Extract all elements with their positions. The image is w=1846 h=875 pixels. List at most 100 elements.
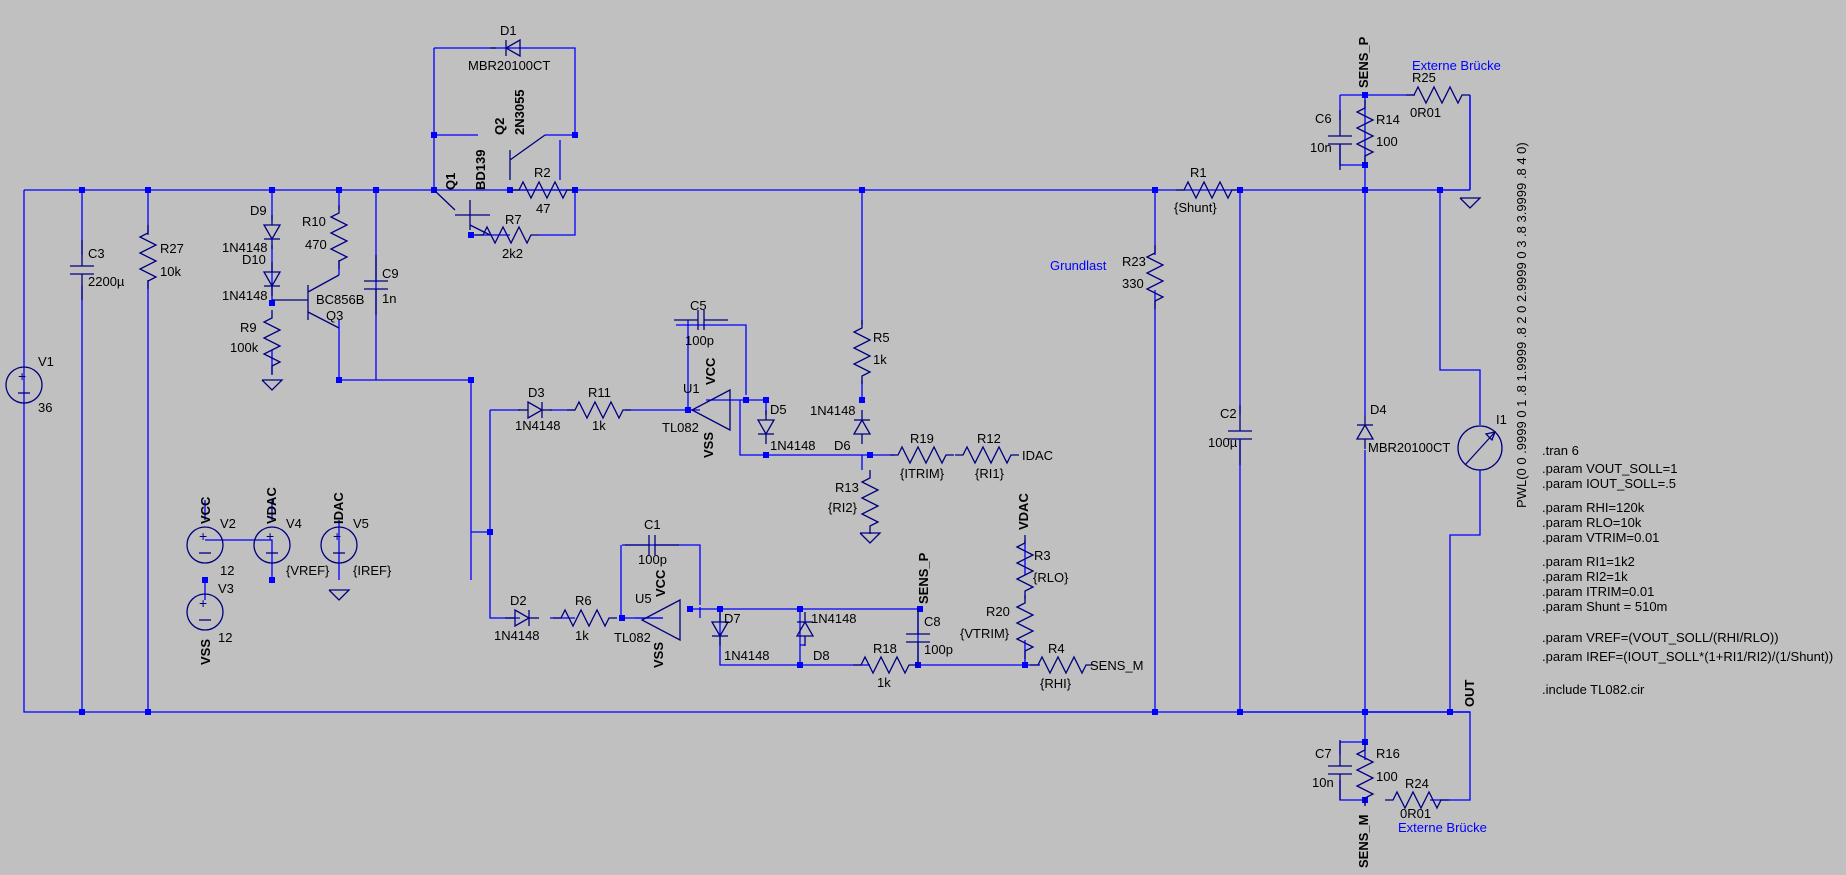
source-v5[interactable]: V5 {IREF} IDAC — [320, 492, 392, 578]
resistor-r4[interactable]: R4 {RHI} — [1029, 641, 1095, 691]
resistor-r18[interactable]: R18 1k — [852, 641, 918, 690]
transistor-q3[interactable]: BC856B Q3 — [272, 274, 364, 329]
capacitor-c7[interactable]: C7 10n — [1312, 739, 1353, 801]
spice-directives[interactable]: .tran 6 .param VOUT_SOLL=1 .param IOUT_S… — [1542, 443, 1833, 697]
v4-vdac-label: VDAC — [264, 487, 279, 524]
resistor-r23[interactable]: R23 330 — [1122, 244, 1164, 310]
c1-name: C1 — [644, 517, 661, 532]
v2-value: 12 — [220, 563, 234, 578]
r2-name: R2 — [534, 165, 551, 180]
r18-value: 1k — [877, 675, 891, 690]
transistor-q1[interactable]: Q1 BD139 — [433, 150, 491, 236]
r27-value: 10k — [160, 264, 181, 279]
r1-value: {Shunt} — [1174, 200, 1217, 215]
u5-vss-label: VSS — [651, 642, 666, 668]
resistor-r9[interactable]: R9 100k — [230, 309, 281, 375]
opamp-u1[interactable]: U1 TL082 VCC VSS — [662, 357, 731, 458]
d5-value: 1N4148 — [770, 438, 816, 453]
diode-d2[interactable]: D2 1N4148 — [494, 593, 540, 643]
diode-d10[interactable]: D10 1N4148 — [222, 252, 281, 303]
source-v3[interactable]: V3 12 VSS — [186, 581, 234, 665]
capacitor-c6[interactable]: C6 10n — [1310, 109, 1353, 171]
resistor-r27[interactable]: R27 10k — [139, 224, 184, 290]
source-v2[interactable]: V2 12 VCC — [186, 496, 236, 578]
resistor-r14[interactable]: R14 100 — [1356, 99, 1400, 165]
r16-value: 100 — [1376, 769, 1398, 784]
r3-name: R3 — [1034, 548, 1051, 563]
diode-d9[interactable]: D9 1N4148 — [222, 203, 281, 255]
diode-d5[interactable]: D5 1N4148 — [757, 402, 816, 453]
net-sens-m-r4: SENS_M — [1090, 658, 1143, 673]
r14-value: 100 — [1376, 134, 1398, 149]
capacitor-c1[interactable]: C1 100p — [624, 517, 680, 567]
r12-name: R12 — [977, 431, 1001, 446]
r19-name: R19 — [910, 431, 934, 446]
capacitor-c9[interactable]: C9 1n — [363, 254, 399, 316]
resistor-r13[interactable]: R13 {RI2} — [828, 469, 879, 535]
d9-name: D9 — [250, 203, 267, 218]
u5-value: TL082 — [614, 630, 651, 645]
directive-line: .include TL082.cir — [1542, 682, 1645, 697]
q2-value: 2N3055 — [512, 89, 527, 135]
resistor-r25[interactable]: R25 0R01 — [1405, 70, 1471, 120]
u5-name: U5 — [635, 591, 652, 606]
v5-name: V5 — [353, 516, 369, 531]
current-source-i1[interactable]: I1 PWL(0 0 .9999 0 1 .8 1.9999 .8 2 0 2.… — [1457, 142, 1529, 508]
capacitor-c8[interactable]: C8 100p — [905, 607, 953, 669]
d7-name: D7 — [724, 611, 741, 626]
diode-d6[interactable]: 1N4148 D6 — [810, 403, 871, 453]
q3-name: Q3 — [326, 308, 343, 323]
resistor-r3[interactable]: R3 {RLO} — [1016, 534, 1069, 600]
resistor-r5[interactable]: R5 1k — [853, 319, 890, 385]
r5-name: R5 — [873, 330, 890, 345]
capacitor-c2[interactable]: C2 100µ — [1208, 404, 1253, 466]
q3-value: BC856B — [316, 292, 364, 307]
resistor-r6[interactable]: R6 1k — [552, 593, 618, 643]
r4-value: {RHI} — [1040, 676, 1072, 691]
u1-vcc-label: VCC — [703, 357, 718, 385]
diode-d7[interactable]: D7 1N4148 — [711, 611, 770, 663]
resistor-r19[interactable]: R19 {ITRIM} — [889, 431, 955, 481]
resistor-r7[interactable]: R7 2k2 — [474, 212, 540, 261]
source-v4[interactable]: V4 {VREF} VDAC — [253, 487, 330, 578]
net-vdac: VDAC — [1016, 493, 1031, 530]
r3-value: {RLO} — [1033, 570, 1069, 585]
diode-d4[interactable]: D4 MBR20100CT — [1356, 402, 1450, 455]
resistor-r2[interactable]: R2 47 — [510, 165, 576, 216]
c5-value: 100p — [685, 333, 714, 348]
v4-name: V4 — [286, 516, 302, 531]
diode-d3[interactable]: D3 1N4148 — [515, 385, 561, 433]
diode-d8[interactable]: 1N4148 D8 — [796, 611, 857, 663]
directive-line: .tran 6 — [1542, 443, 1579, 458]
resistor-r24[interactable]: R24 0R01 — [1384, 776, 1450, 821]
r9-value: 100k — [230, 340, 259, 355]
r20-value: {VTRIM} — [960, 626, 1010, 641]
c5-name: C5 — [690, 298, 707, 313]
resistor-r16[interactable]: R16 100 — [1356, 741, 1400, 807]
d7-value: 1N4148 — [724, 648, 770, 663]
i1-name: I1 — [1496, 412, 1507, 427]
r4-name: R4 — [1048, 641, 1065, 656]
capacitor-c3[interactable]: C3 2200µ — [69, 239, 125, 301]
c3-name: C3 — [88, 246, 105, 261]
d3-name: D3 — [528, 385, 545, 400]
r11-name: R11 — [588, 385, 611, 400]
ground-symbol — [1459, 197, 1481, 209]
resistor-r1[interactable]: R1 {Shunt} — [1174, 165, 1241, 215]
transistor-q2[interactable]: Q2 2N3055 — [492, 89, 546, 180]
v3-name: V3 — [218, 581, 234, 596]
resistor-r20[interactable]: R20 {VTRIM} — [960, 594, 1034, 660]
directive-line: .param RI1=1k2 — [1542, 554, 1635, 569]
opamp-u5[interactable]: U5 TL082 VCC VSS — [614, 569, 681, 668]
resistor-r10[interactable]: R10 470 — [302, 204, 348, 270]
d3-value: 1N4148 — [515, 418, 561, 433]
capacitor-c5[interactable]: C5 100p — [673, 298, 729, 348]
source-v1[interactable]: V1 36 — [5, 354, 54, 415]
c7-value: 10n — [1312, 775, 1334, 790]
diode-d1[interactable]: D1 MBR20100CT — [468, 23, 550, 73]
d1-name: D1 — [500, 23, 517, 38]
resistor-r12[interactable]: R12 {RI1} — [954, 431, 1020, 481]
i1-value: PWL(0 0 .9999 0 1 .8 1.9999 .8 2 0 2.999… — [1514, 142, 1529, 508]
resistor-r11[interactable]: R11 1k — [566, 385, 632, 433]
r10-name: R10 — [302, 214, 326, 229]
